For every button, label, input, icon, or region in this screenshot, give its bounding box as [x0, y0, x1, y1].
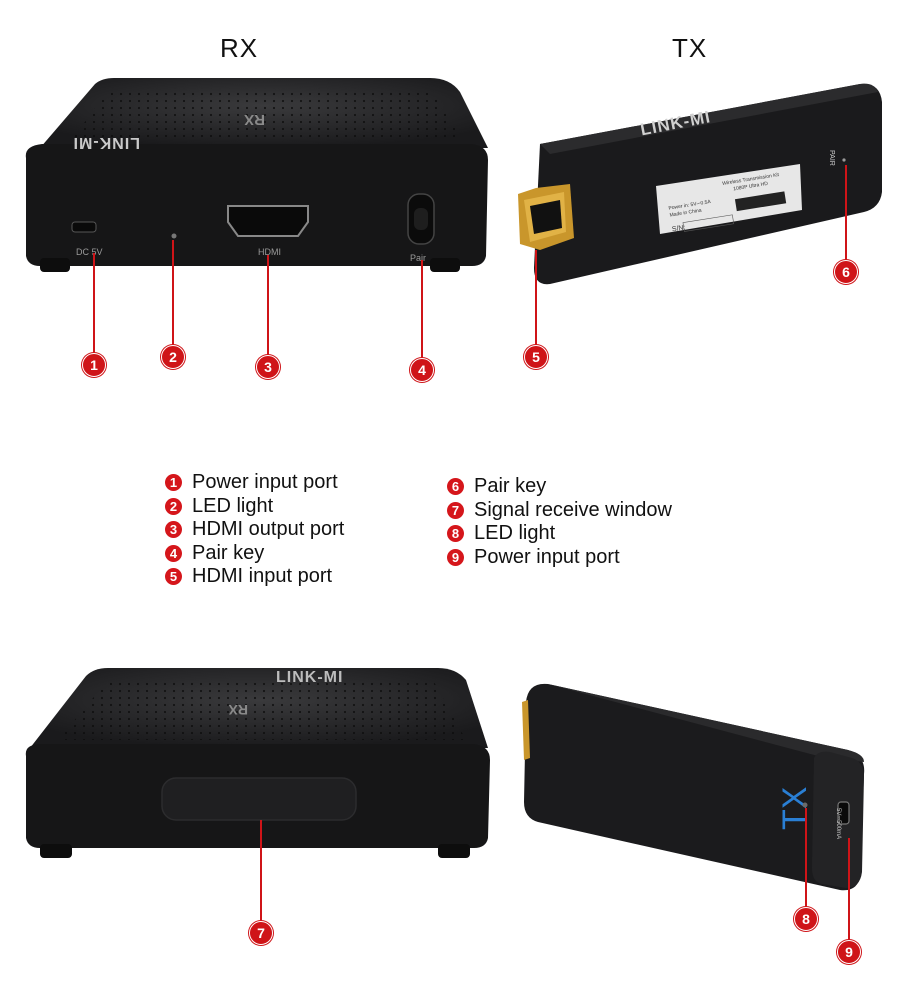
- tx-model-label: TX: [776, 787, 814, 830]
- legend-text: Pair key: [192, 541, 265, 564]
- sticker-sn: S/N:: [671, 224, 686, 233]
- legend-text: Power input port: [474, 545, 620, 568]
- legend-number: 7: [447, 501, 464, 519]
- legend-text: Power input port: [192, 471, 338, 493]
- leader-line-2: [172, 240, 174, 345]
- legend-number: 5: [165, 568, 182, 586]
- legend-item: 4 Pair key: [165, 542, 344, 566]
- rx-title: RX: [220, 33, 259, 63]
- legend-text: LED light: [192, 494, 274, 517]
- sticker-made: Made in China: [669, 208, 702, 219]
- hdmi-port-label: HDMI: [258, 247, 281, 257]
- rx-brand-label: LINK-MI: [73, 134, 140, 151]
- legend-item: 7 Signal receive window: [447, 499, 672, 523]
- callout-5: 5: [524, 345, 548, 369]
- rx-back-top-label: RX: [228, 702, 248, 718]
- rx-receiver-front-image: RX LINK-MI DC 5V HDMI Pair: [25, 78, 489, 272]
- legend-number: 9: [447, 548, 464, 566]
- legend-number: 1: [165, 474, 182, 492]
- legend-number: 6: [447, 478, 464, 496]
- legend-number: 4: [165, 544, 182, 562]
- callout-6: 6: [834, 260, 858, 284]
- legend-text: HDMI input port: [192, 565, 333, 587]
- leader-line-7: [260, 820, 262, 923]
- tx-pair-label: PAIR: [828, 150, 835, 166]
- rx-receiver-back-image: RX LINK-MI: [25, 668, 491, 858]
- leader-line-5: [535, 250, 537, 345]
- leader-line-1: [93, 253, 95, 353]
- callout-4: 4: [410, 358, 434, 382]
- tx-title: TX: [672, 33, 708, 63]
- legend-text: HDMI output port: [192, 518, 345, 540]
- callout-3: 3: [256, 355, 280, 379]
- legend-item: 1 Power input port: [165, 471, 344, 495]
- leader-line-9: [848, 838, 850, 941]
- legend-item: 2 LED light: [165, 495, 344, 519]
- leader-line-8: [805, 808, 807, 908]
- leader-line-4: [421, 260, 423, 358]
- legend-right: 6 Pair key 7 Signal receive window 8 LED li…: [447, 475, 672, 569]
- legend-item: 5 HDMI input port: [165, 565, 344, 589]
- callout-1: 1: [82, 353, 106, 377]
- pair-button-label: Pair: [410, 253, 426, 263]
- legend-item: 9 Power input port: [447, 546, 672, 570]
- legend-item: 8 LED light: [447, 522, 672, 546]
- legend-number: 2: [165, 497, 182, 515]
- rx-back-brand-label: LINK-MI: [276, 669, 343, 686]
- tx-transmitter-end-image: TX 5V⎓500mA: [522, 683, 865, 891]
- legend-number: 8: [447, 525, 464, 543]
- callout-7: 7: [249, 921, 273, 945]
- tx-transmitter-top-image: Wireless Transmission Kit 1080P Ultra HD…: [518, 83, 882, 285]
- legend-item: 3 HDMI output port: [165, 518, 344, 542]
- leader-line-6: [845, 165, 847, 260]
- leader-line-3: [267, 255, 269, 355]
- tx-port-label: 5V⎓500mA: [835, 808, 841, 839]
- dc-port-label: DC 5V: [76, 247, 103, 257]
- legend-left: 1 Power input port 2 LED light 3 HDMI outpu…: [165, 471, 344, 589]
- legend-number: 3: [165, 521, 182, 539]
- rx-top-label: RX: [244, 111, 265, 128]
- legend-text: Signal receive window: [474, 498, 672, 521]
- legend-text: LED light: [474, 522, 556, 544]
- legend-text: Pair key: [474, 475, 547, 497]
- legend-item: 6 Pair key: [447, 475, 672, 499]
- sticker-subtitle: 1080P Ultra HD: [733, 181, 769, 192]
- callout-2: 2: [161, 345, 185, 369]
- callout-9: 9: [837, 940, 861, 964]
- callout-8: 8: [794, 907, 818, 931]
